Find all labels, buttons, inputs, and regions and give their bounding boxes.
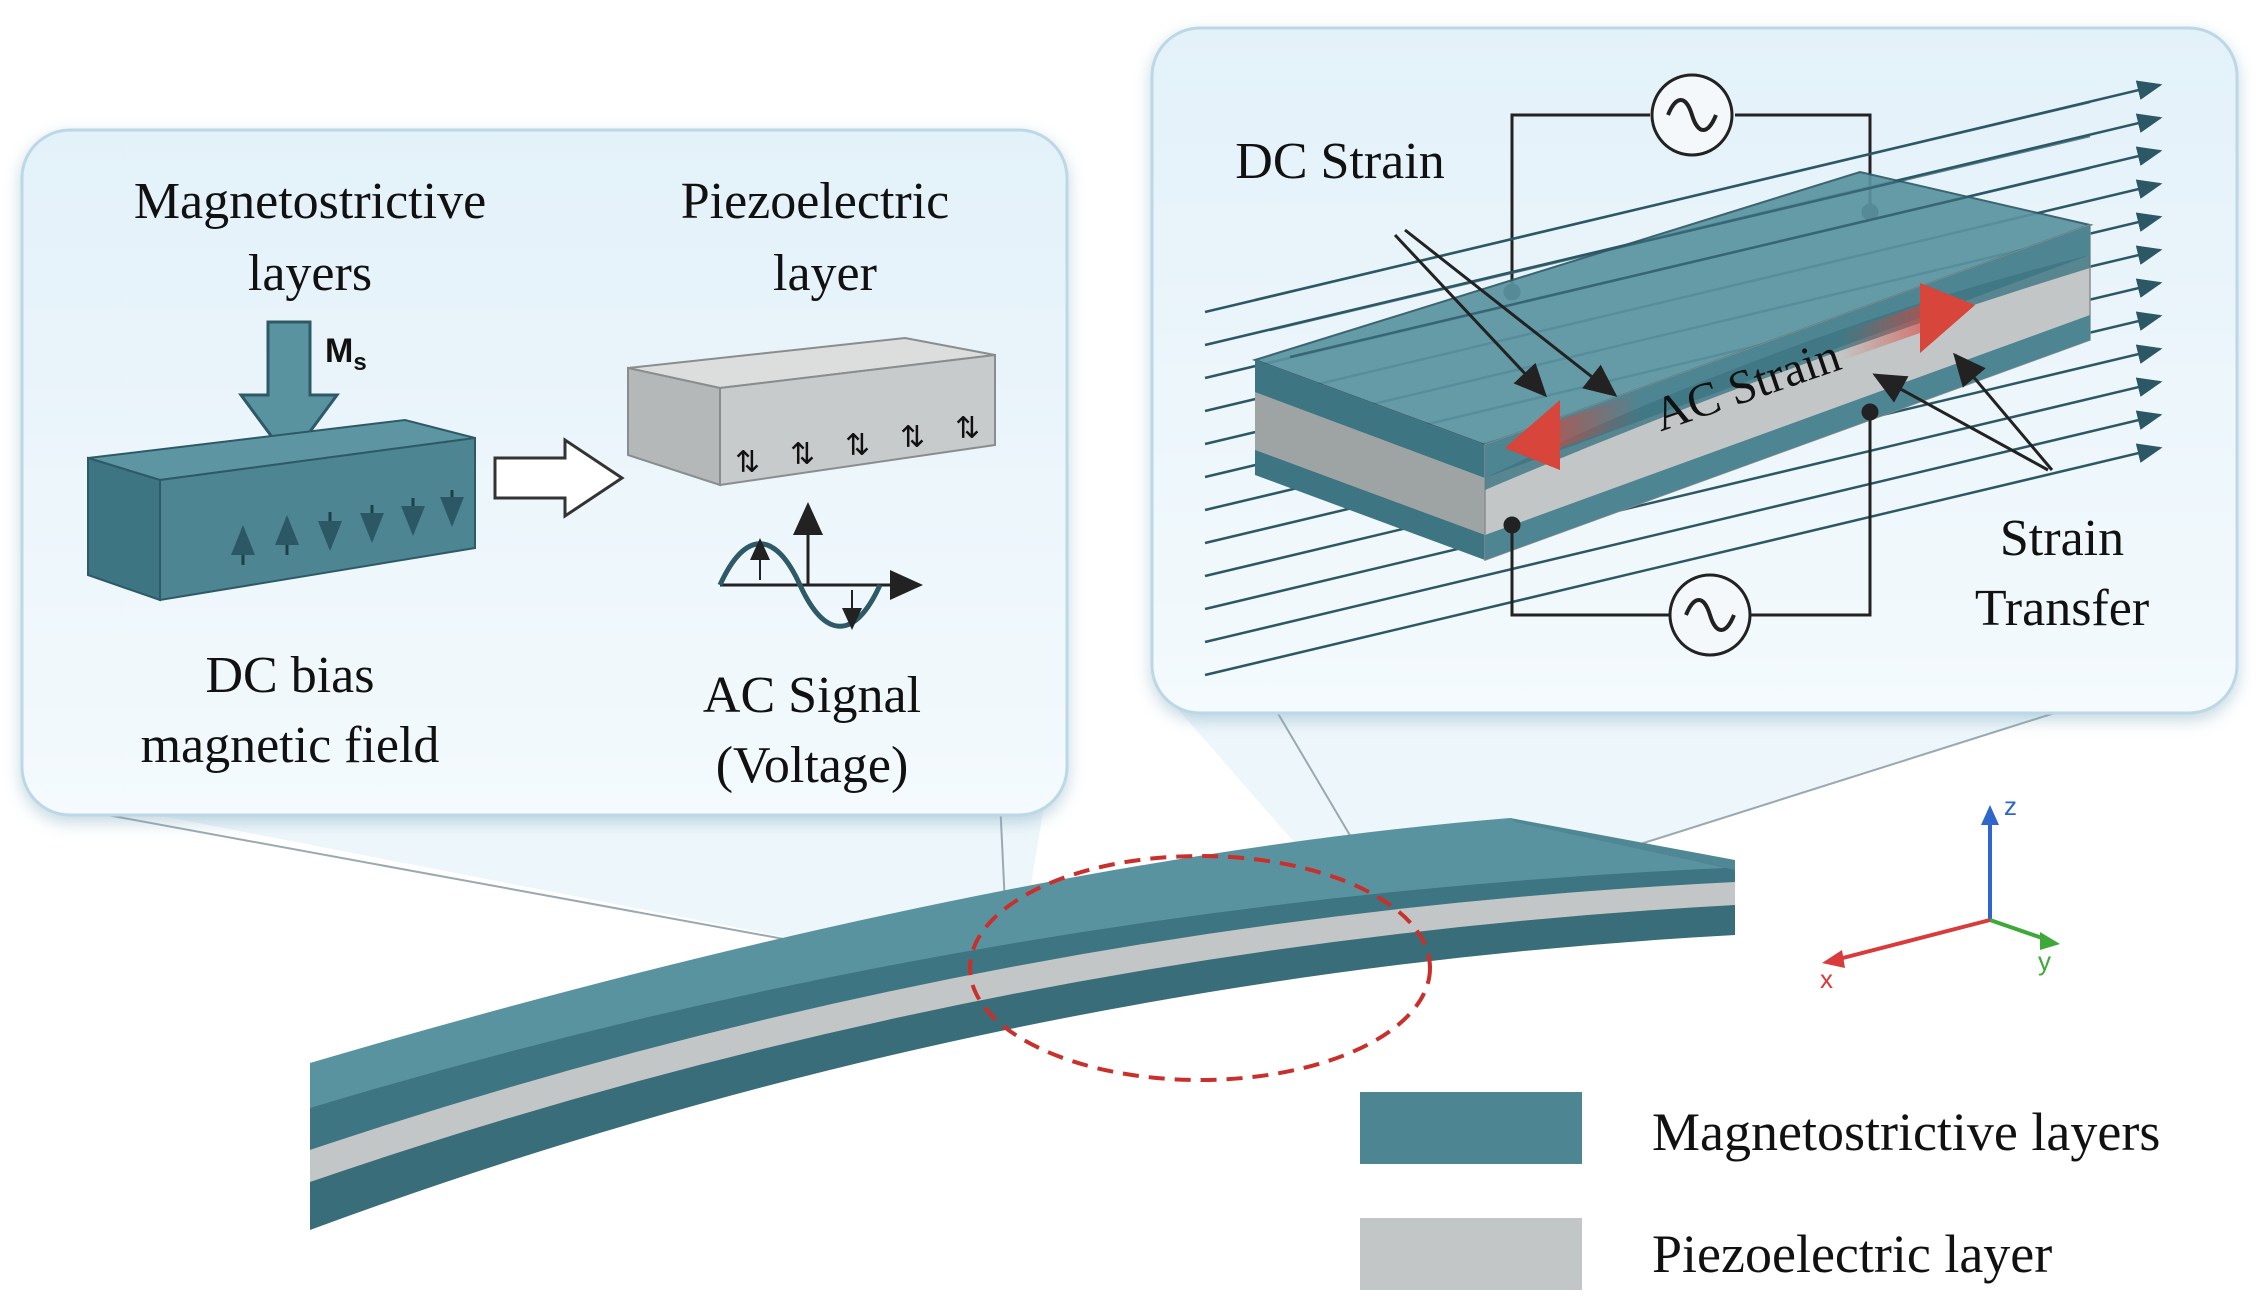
legend: Magnetostrictive layers Piezoelectric la…	[1360, 1092, 2160, 1290]
ac-sine-plot	[717, 502, 923, 630]
ac-signal-line2: (Voltage)	[716, 737, 909, 794]
ac-signal-line1: AC Signal	[703, 667, 921, 724]
piezoelectric-block: ⇅ ⇅ ⇅ ⇅ ⇅	[627, 336, 996, 487]
piezo-title-line1: Piezoelectric	[681, 173, 950, 230]
ac-strain-arrow	[1505, 283, 1975, 470]
ms-label: Ms	[325, 332, 367, 376]
ac-source-top	[1650, 73, 1734, 157]
right-panel: AC Strain DC Strain Strain Transfer	[1150, 26, 2239, 715]
magnetostrictive-title-line2: layers	[248, 245, 372, 302]
legend-label-magnetostrictive: Magnetostrictive layers	[1652, 1102, 2160, 1162]
legend-label-piezoelectric: Piezoelectric layer	[1652, 1224, 2052, 1284]
svg-text:⇅: ⇅	[790, 437, 815, 472]
legend-swatch-magnetostrictive	[1360, 1092, 1582, 1164]
axis-y-label: y	[2038, 946, 2051, 976]
legend-swatch-piezoelectric	[1360, 1218, 1582, 1290]
strain-transfer-pointers	[1872, 352, 2054, 472]
magnetostrictive-block	[87, 418, 476, 602]
axis-x-label: x	[1820, 964, 1833, 994]
strain-transfer-line1: Strain	[2000, 510, 2124, 567]
ms-down-arrow	[238, 320, 340, 463]
strain-transfer-line2: Transfer	[1975, 580, 2149, 637]
axis-z-label: z	[2004, 791, 2017, 821]
left-panel: Magnetostrictive layers Ms DC bias magne…	[20, 128, 1069, 817]
coordinate-axes: z y x	[1820, 791, 2060, 994]
highlight-ellipse	[968, 854, 1432, 1082]
magnetostrictive-title-line1: Magnetostrictive	[134, 173, 486, 230]
svg-text:⇅: ⇅	[900, 420, 925, 455]
svg-text:⇅: ⇅	[845, 428, 870, 463]
piezo-title-line2: layer	[773, 245, 877, 302]
circuit-bottom	[1503, 403, 1879, 617]
ac-source-bottom	[1668, 573, 1752, 657]
dc-strain-label: DC Strain	[1235, 133, 1444, 190]
svg-text:⇅: ⇅	[735, 445, 760, 480]
svg-text:⇅: ⇅	[955, 411, 980, 446]
dc-bias-line2: magnetic field	[141, 717, 440, 774]
dc-strain-pointers	[1393, 228, 1618, 398]
conversion-arrow	[493, 437, 625, 519]
dc-bias-line1: DC bias	[206, 647, 375, 704]
laminate-beam	[310, 818, 1735, 1230]
